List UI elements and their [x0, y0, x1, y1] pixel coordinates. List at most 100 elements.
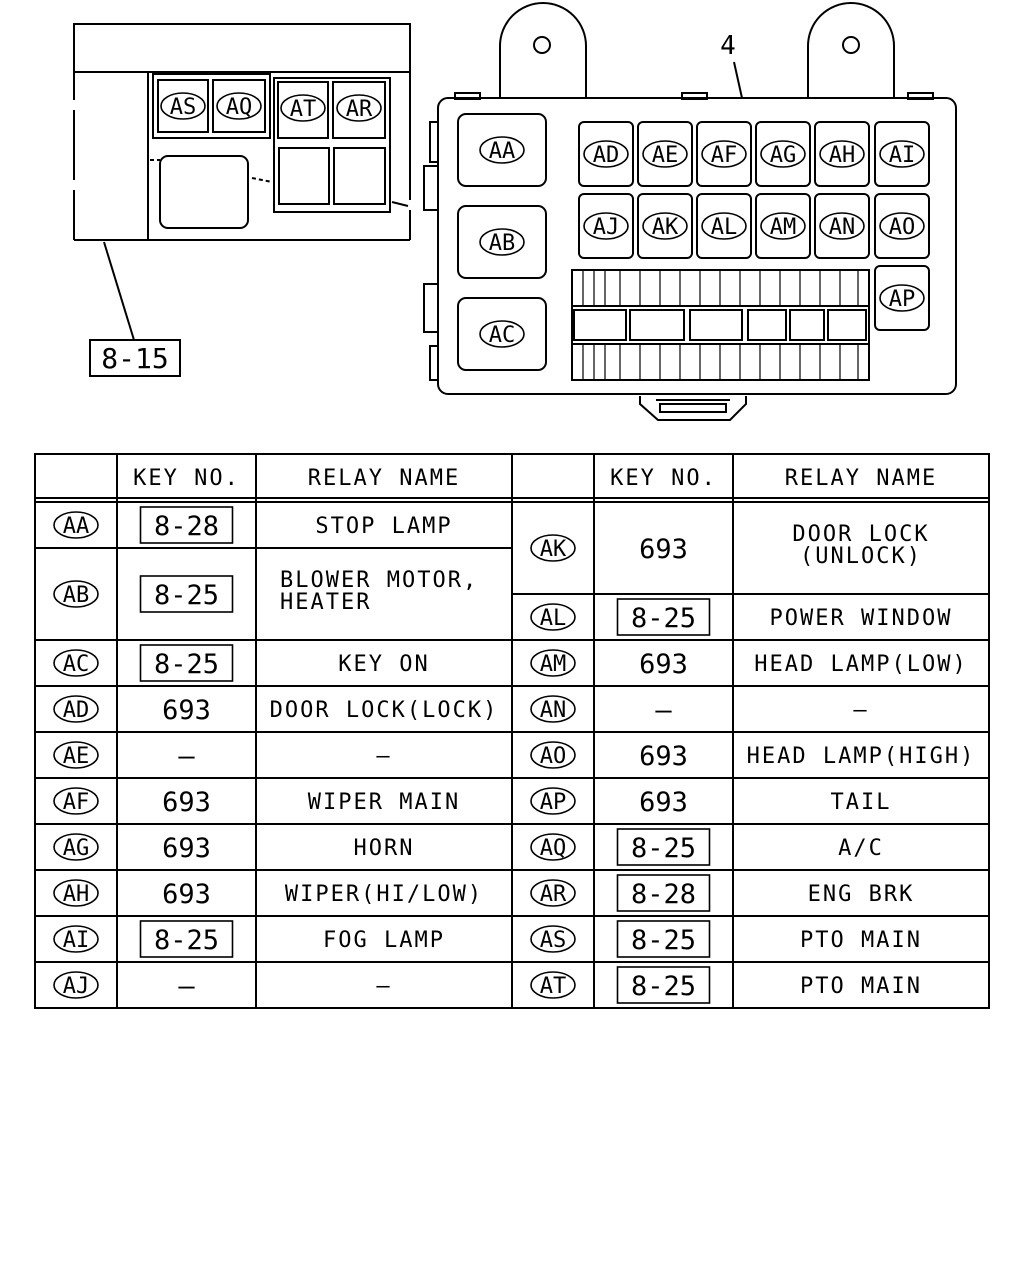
relay-name: WIPER MAIN [308, 790, 460, 815]
relay-name: FOG LAMP [323, 928, 445, 953]
header-relay-name-left: RELAY NAME [308, 466, 460, 491]
table-row: AE — — [53, 741, 391, 772]
code-badge-aa: AA [53, 511, 99, 539]
relay-name: PTO MAIN [800, 928, 922, 953]
table-row: AS 8-25 PTO MAIN [530, 920, 922, 958]
key-ref-box [616, 920, 711, 958]
relay-badge-ar: AR [336, 94, 382, 122]
key-no: 693 [639, 787, 688, 818]
code-badge-ae: AE [53, 741, 99, 769]
relay-name: HEATER [280, 590, 371, 615]
key-ref-box [616, 874, 711, 912]
ref-callout-box [89, 339, 181, 377]
relay-badge-ai: AI [879, 140, 925, 168]
key-no: 693 [639, 649, 688, 680]
relay-name: — [376, 744, 391, 769]
relay-badge-al-label: AL [711, 215, 738, 240]
relay-name: HEAD LAMP(LOW) [754, 652, 967, 677]
item-number-callout: 4 [720, 31, 736, 61]
relay-badge-ak-label: AK [652, 215, 679, 240]
code-badge-ac: AC [53, 649, 99, 677]
relay-badge-ac: AC [479, 320, 525, 348]
code-badge-ap-label: AP [540, 790, 567, 815]
table-grid [34, 453, 990, 1009]
relay-name: DOOR LOCK(LOCK) [270, 698, 499, 723]
relay-badge-ad: AD [583, 140, 629, 168]
key-no: 8-25 [631, 971, 696, 1002]
relay-badge-ar-label: AR [346, 97, 373, 122]
relay-name: KEY ON [338, 652, 429, 677]
relay-badge-am: AM [760, 212, 806, 240]
fuse-slots [582, 270, 859, 380]
code-badge-am-label: AM [540, 652, 567, 677]
code-badge-ai: AI [53, 925, 99, 953]
small-relay-box [72, 23, 411, 341]
code-badge-ac-label: AC [63, 652, 90, 677]
header-key-no-right: KEY NO. [610, 466, 717, 491]
relay-name: WIPER(HI/LOW) [285, 882, 483, 907]
code-badge-ab: AB [53, 580, 99, 608]
code-badge-as-label: AS [540, 928, 567, 953]
relay-badge-ao: AO [879, 212, 925, 240]
relay-badge-an: AN [819, 212, 865, 240]
relay-badge-ae-label: AE [652, 143, 679, 168]
code-badge-at: AT [530, 971, 576, 999]
key-no: — [178, 741, 195, 772]
table-row: AB 8-25 BLOWER MOTOR,HEATER [53, 568, 478, 615]
relay-badge-ai-label: AI [889, 143, 916, 168]
relay-name: — [853, 698, 868, 723]
relay-badge-ae: AE [642, 140, 688, 168]
code-badge-al: AL [530, 603, 576, 631]
relay-name: PTO MAIN [800, 974, 922, 999]
relay-badge-ag: AG [760, 140, 806, 168]
code-badge-al-label: AL [540, 606, 567, 631]
relay-badge-aq-label: AQ [226, 95, 253, 120]
key-no: 693 [639, 741, 688, 772]
code-badge-aj-label: AJ [63, 974, 90, 999]
key-no: 8-25 [154, 580, 219, 611]
code-badge-ap: AP [530, 787, 576, 815]
code-badge-aq: AQ [530, 833, 576, 861]
relay-badge-al: AL [701, 212, 747, 240]
relay-name: A/C [838, 836, 884, 861]
ref-callout-8-15: 8-15 [101, 342, 168, 375]
key-ref-box [139, 575, 234, 613]
relay-badge-aj: AJ [583, 212, 629, 240]
key-no: 8-25 [631, 925, 696, 956]
key-no: 8-28 [631, 879, 696, 910]
relay-badge-ad-label: AD [593, 143, 620, 168]
code-badge-af: AF [53, 787, 99, 815]
code-badge-ai-label: AI [63, 928, 90, 953]
key-no: 693 [162, 833, 211, 864]
code-badge-ad-label: AD [63, 698, 90, 723]
relay-badge-af-label: AF [711, 143, 738, 168]
key-no: 693 [162, 695, 211, 726]
relay-badge-ah-label: AH [829, 143, 856, 168]
main-relay-box [423, 2, 957, 421]
code-badge-aj: AJ [53, 971, 99, 999]
code-badge-ak-label: AK [540, 537, 567, 562]
code-badge-ag-label: AG [63, 836, 90, 861]
table-row: AM 693 HEAD LAMP(LOW) [530, 649, 967, 680]
relay-badge-at: AT [280, 94, 326, 122]
code-badge-ao: AO [530, 741, 576, 769]
relay-badge-ap: AP [879, 284, 925, 312]
key-ref-box [139, 506, 234, 544]
code-badge-ag: AG [53, 833, 99, 861]
relay-name: BLOWER MOTOR, [280, 568, 478, 593]
code-badge-an-label: AN [540, 698, 567, 723]
code-badge-ah: AH [53, 879, 99, 907]
table-row: AT 8-25 PTO MAIN [530, 966, 922, 1004]
code-badge-ar: AR [530, 879, 576, 907]
relay-name: STOP LAMP [315, 514, 452, 539]
relay-badge-ab: AB [479, 228, 525, 256]
key-ref-box [139, 920, 234, 958]
key-ref-box [139, 644, 234, 682]
key-no: — [655, 695, 672, 726]
